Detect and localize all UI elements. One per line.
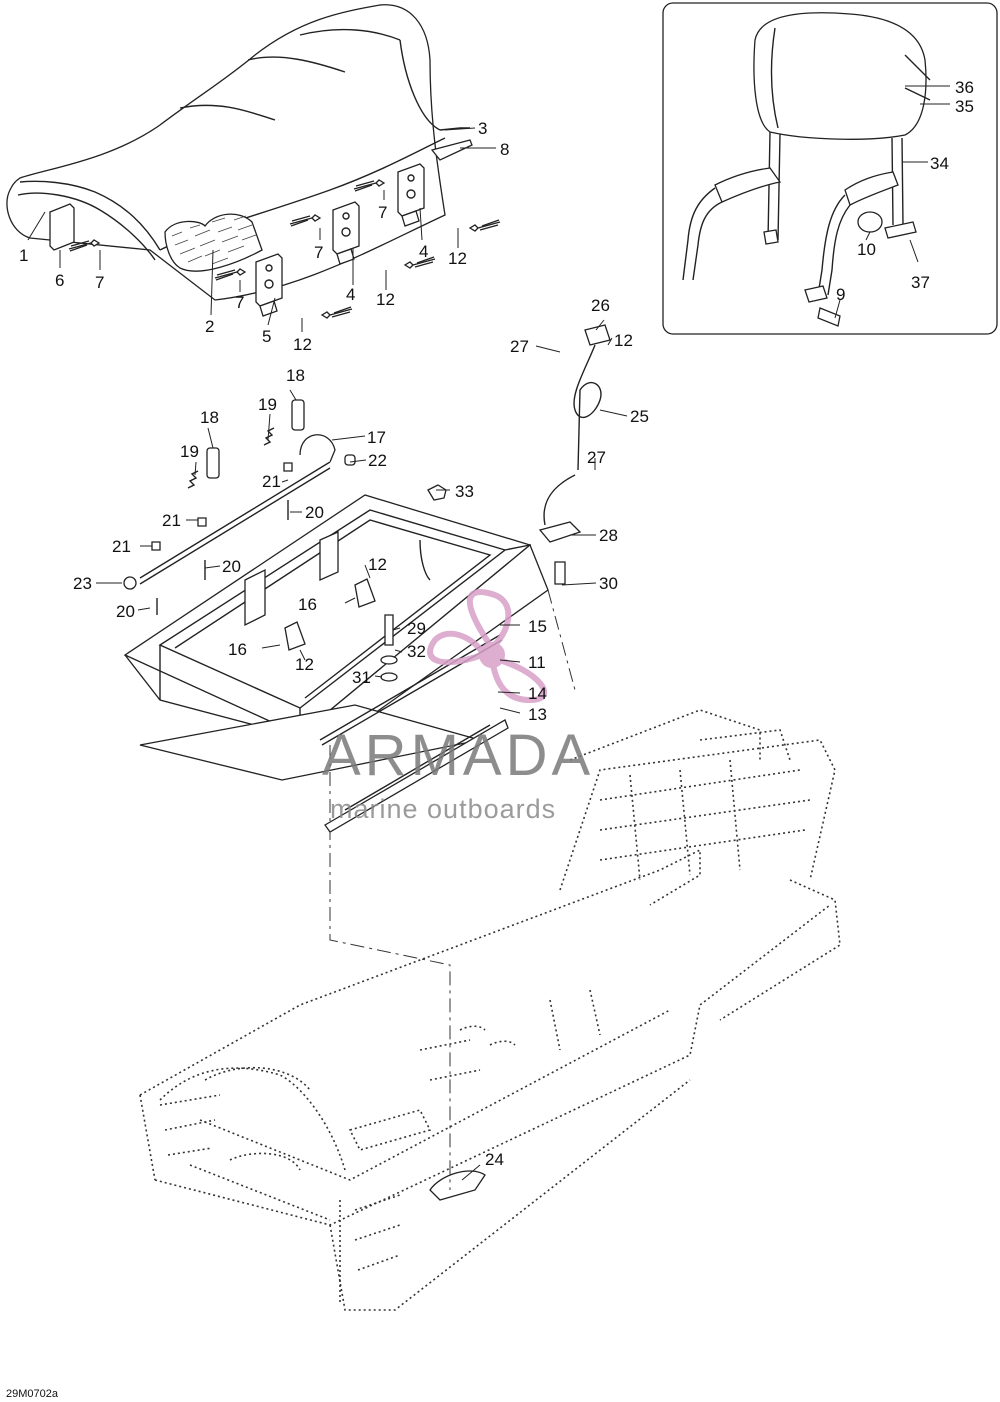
backrest-grip-right bbox=[844, 171, 899, 206]
callout-21c: 21 bbox=[112, 537, 131, 556]
callout-19a: 19 bbox=[258, 395, 277, 414]
callout-11: 11 bbox=[528, 653, 546, 672]
latch-hardware bbox=[123, 324, 611, 833]
callout-20b: 20 bbox=[222, 557, 241, 576]
callout-37: 37 bbox=[911, 273, 930, 292]
callout-17: 17 bbox=[367, 428, 386, 447]
callout-7c: 7 bbox=[314, 243, 323, 262]
callout-24: 24 bbox=[485, 1150, 504, 1169]
callout-23: 23 bbox=[73, 574, 92, 593]
callout-20c: 20 bbox=[116, 602, 135, 621]
callout-21a: 21 bbox=[262, 472, 281, 491]
callout-16b: 16 bbox=[228, 640, 247, 659]
callout-4a: 4 bbox=[346, 285, 355, 304]
callout-12b: 12 bbox=[376, 290, 395, 309]
callout-28: 28 bbox=[599, 526, 618, 545]
callout-7d: 7 bbox=[378, 203, 387, 222]
callout-25: 25 bbox=[630, 407, 649, 426]
callout-12c: 12 bbox=[448, 249, 467, 268]
callout-22: 22 bbox=[368, 451, 387, 470]
watermark-title: ARMADA bbox=[322, 723, 594, 788]
callout-33: 33 bbox=[455, 482, 474, 501]
callout-10: 10 bbox=[857, 240, 876, 259]
callout-14: 14 bbox=[528, 684, 547, 703]
callout-34: 34 bbox=[930, 154, 949, 173]
seat-assembly bbox=[6, 4, 473, 301]
figure-code: 29M0702a bbox=[6, 1388, 59, 1400]
callout-27a: 27 bbox=[510, 337, 529, 356]
callout-7b: 7 bbox=[235, 293, 244, 312]
seat-base-mesh bbox=[164, 213, 263, 272]
watermark-subtitle: marine outboards bbox=[330, 794, 556, 824]
callout-36: 36 bbox=[955, 78, 974, 97]
callout-31: 31 bbox=[352, 668, 371, 687]
callout-5: 5 bbox=[262, 327, 271, 346]
callout-32: 32 bbox=[407, 642, 426, 661]
callout-1: 1 bbox=[19, 246, 28, 265]
watermark: ARMADA marine outboards bbox=[322, 589, 594, 824]
leader-lines bbox=[27, 127, 628, 1181]
callout-21b: 21 bbox=[162, 511, 181, 530]
callout-6: 6 bbox=[55, 271, 64, 290]
callout-27b: 27 bbox=[587, 448, 606, 467]
callout-20a: 20 bbox=[305, 503, 324, 522]
callout-15: 15 bbox=[528, 617, 547, 636]
callout-26: 26 bbox=[591, 296, 610, 315]
callout-16a: 16 bbox=[298, 595, 317, 614]
backrest-grip-left bbox=[714, 167, 782, 203]
callout-29: 29 bbox=[407, 619, 426, 638]
callout-12f: 12 bbox=[295, 655, 314, 674]
callout-35: 35 bbox=[955, 97, 974, 116]
callout-18a: 18 bbox=[286, 366, 305, 385]
callout-12a: 12 bbox=[293, 335, 312, 354]
callout-2: 2 bbox=[205, 317, 214, 336]
callout-13: 13 bbox=[528, 705, 547, 724]
callout-12e: 12 bbox=[368, 555, 387, 574]
callout-9: 9 bbox=[836, 285, 845, 304]
seat-strap bbox=[430, 139, 473, 161]
callout-labels: 1 2 3 4 4 5 6 7 7 7 7 8 9 10 11 12 12 12… bbox=[19, 78, 974, 1169]
callout-3: 3 bbox=[478, 119, 487, 138]
callout-7a: 7 bbox=[95, 273, 104, 292]
callout-8: 8 bbox=[500, 140, 509, 159]
callout-18b: 18 bbox=[200, 408, 219, 427]
callout-30: 30 bbox=[599, 574, 618, 593]
watermark-logo bbox=[427, 589, 547, 704]
chassis-frame bbox=[139, 589, 841, 1311]
callout-4b: 4 bbox=[419, 242, 428, 261]
callout-12d: 12 bbox=[614, 331, 633, 350]
backrest-pad bbox=[753, 12, 927, 140]
callout-19b: 19 bbox=[180, 442, 199, 461]
backrest-inset bbox=[662, 2, 998, 335]
